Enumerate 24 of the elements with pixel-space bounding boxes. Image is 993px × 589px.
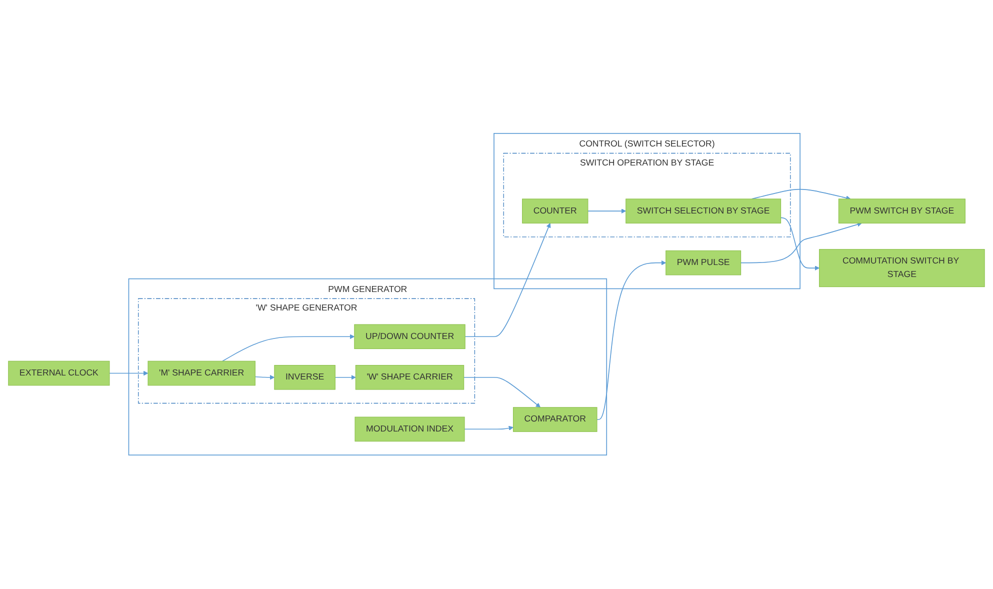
node-box: SWITCH SELECTION BY STAGE — [626, 198, 782, 224]
arrow — [464, 223, 551, 338]
arrow — [334, 375, 356, 380]
node-box: UP/DOWN COUNTER — [354, 324, 466, 350]
node-box: 'M' SHAPE CARRIER — [148, 361, 256, 386]
node-box: INVERSE — [274, 365, 336, 390]
node-box: COUNTER — [522, 198, 588, 224]
arrow — [596, 260, 666, 420]
arrow — [780, 218, 820, 271]
node-box: EXTERNAL CLOCK — [8, 361, 110, 386]
arrow — [463, 377, 541, 408]
arrow — [740, 222, 862, 264]
arrow — [588, 208, 626, 214]
node-box: COMPARATOR — [513, 407, 598, 432]
arrow — [109, 371, 148, 376]
arrow — [751, 189, 851, 201]
node-box: COMMUTATION SWITCH BY STAGE — [819, 249, 985, 288]
arrow — [464, 426, 514, 431]
arrow — [254, 375, 275, 380]
node-box: PWM SWITCH BY STAGE — [838, 198, 966, 224]
node-box: MODULATION INDEX — [354, 417, 465, 442]
node-box: PWM PULSE — [666, 250, 742, 276]
node-box: 'W' SHAPE CARRIER — [355, 365, 464, 390]
arrow — [222, 334, 355, 362]
